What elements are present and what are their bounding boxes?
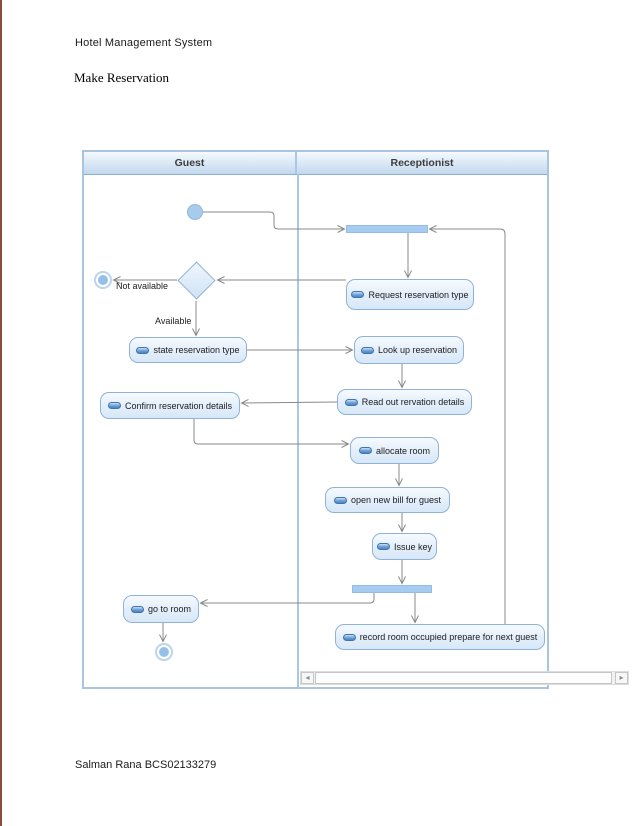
- activity-label: record room occupied prepare for next gu…: [359, 632, 538, 642]
- activity-open-new-bill: open new bill for guest: [325, 487, 450, 513]
- activity-request-reservation-type: Request reservation type: [346, 279, 474, 310]
- activity-look-up-reservation: Look up reservation: [354, 336, 464, 364]
- final-node-dot: [98, 275, 108, 285]
- action-icon: [333, 496, 347, 504]
- activity-label: Issue key: [393, 541, 433, 552]
- activity-allocate-room: allocate room: [350, 437, 439, 464]
- activity-state-reservation-type: state reservation type: [129, 337, 247, 363]
- activity-label: Read out rervation details: [361, 397, 465, 407]
- activity-read-out-reservation-details: Read out rervation details: [337, 389, 472, 415]
- action-icon: [130, 605, 144, 613]
- edge-readout-to-confirm: [240, 398, 338, 407]
- lane-header-receptionist: Receptionist: [390, 157, 454, 169]
- action-icon: [107, 402, 121, 409]
- scrollbar-right-button[interactable]: ▸: [615, 672, 628, 684]
- activity-diagram-frame: Guest Receptionist: [82, 150, 629, 689]
- activity-record-room-occupied: record room occupied prepare for next gu…: [335, 624, 545, 650]
- fork-bar-top: [346, 225, 428, 233]
- document-title: Hotel Management System: [75, 37, 213, 49]
- action-icon: [136, 346, 150, 354]
- edge-initial-to-fork: [203, 211, 346, 233]
- action-icon: [358, 447, 372, 454]
- horizontal-scrollbar[interactable]: ◂ ▸: [300, 671, 629, 685]
- activity-go-to-room: go to room: [123, 595, 199, 623]
- activity-label: open new bill for guest: [350, 495, 442, 505]
- final-node-dot: [159, 647, 169, 657]
- edge-join-to-gotoroom: [199, 593, 375, 607]
- activity-label: Request reservation type: [368, 289, 469, 300]
- edge-record-loop-to-fork: [428, 225, 506, 624]
- action-icon: [342, 633, 356, 641]
- activity-confirm-reservation-details: Confirm reservation details: [100, 392, 240, 419]
- activity-label: allocate room: [375, 445, 431, 456]
- activity-issue-key: Issue key: [372, 533, 437, 560]
- scrollbar-track[interactable]: [314, 672, 615, 684]
- activity-label: Look up reservation: [377, 345, 458, 355]
- guard-not-available: Not available: [116, 281, 169, 291]
- document-footer: Salman Rana BCS02133279: [75, 759, 217, 771]
- initial-node: [187, 204, 203, 220]
- lane-divider: [297, 174, 299, 689]
- activity-label: state reservation type: [153, 345, 240, 355]
- action-icon: [360, 346, 374, 354]
- activity-label: go to room: [147, 604, 192, 614]
- scrollbar-thumb[interactable]: [315, 672, 612, 684]
- guard-available: Available: [155, 316, 192, 326]
- scrollbar-left-button[interactable]: ◂: [301, 672, 314, 684]
- connector-lines: [112, 211, 506, 643]
- join-bar-bottom: [352, 585, 432, 593]
- lane-header-guest: Guest: [84, 152, 297, 174]
- action-icon: [351, 291, 365, 298]
- document-subtitle: Make Reservation: [74, 70, 169, 85]
- edge-confirm-to-allocate: [193, 419, 350, 448]
- final-node-not-available: [94, 271, 112, 289]
- page-left-edge: [0, 0, 2, 826]
- swimlane-header: Guest Receptionist: [84, 152, 547, 175]
- activity-label: Confirm reservation details: [124, 400, 233, 411]
- action-icon: [344, 398, 358, 406]
- action-icon: [376, 543, 390, 550]
- final-node-end: [155, 643, 173, 661]
